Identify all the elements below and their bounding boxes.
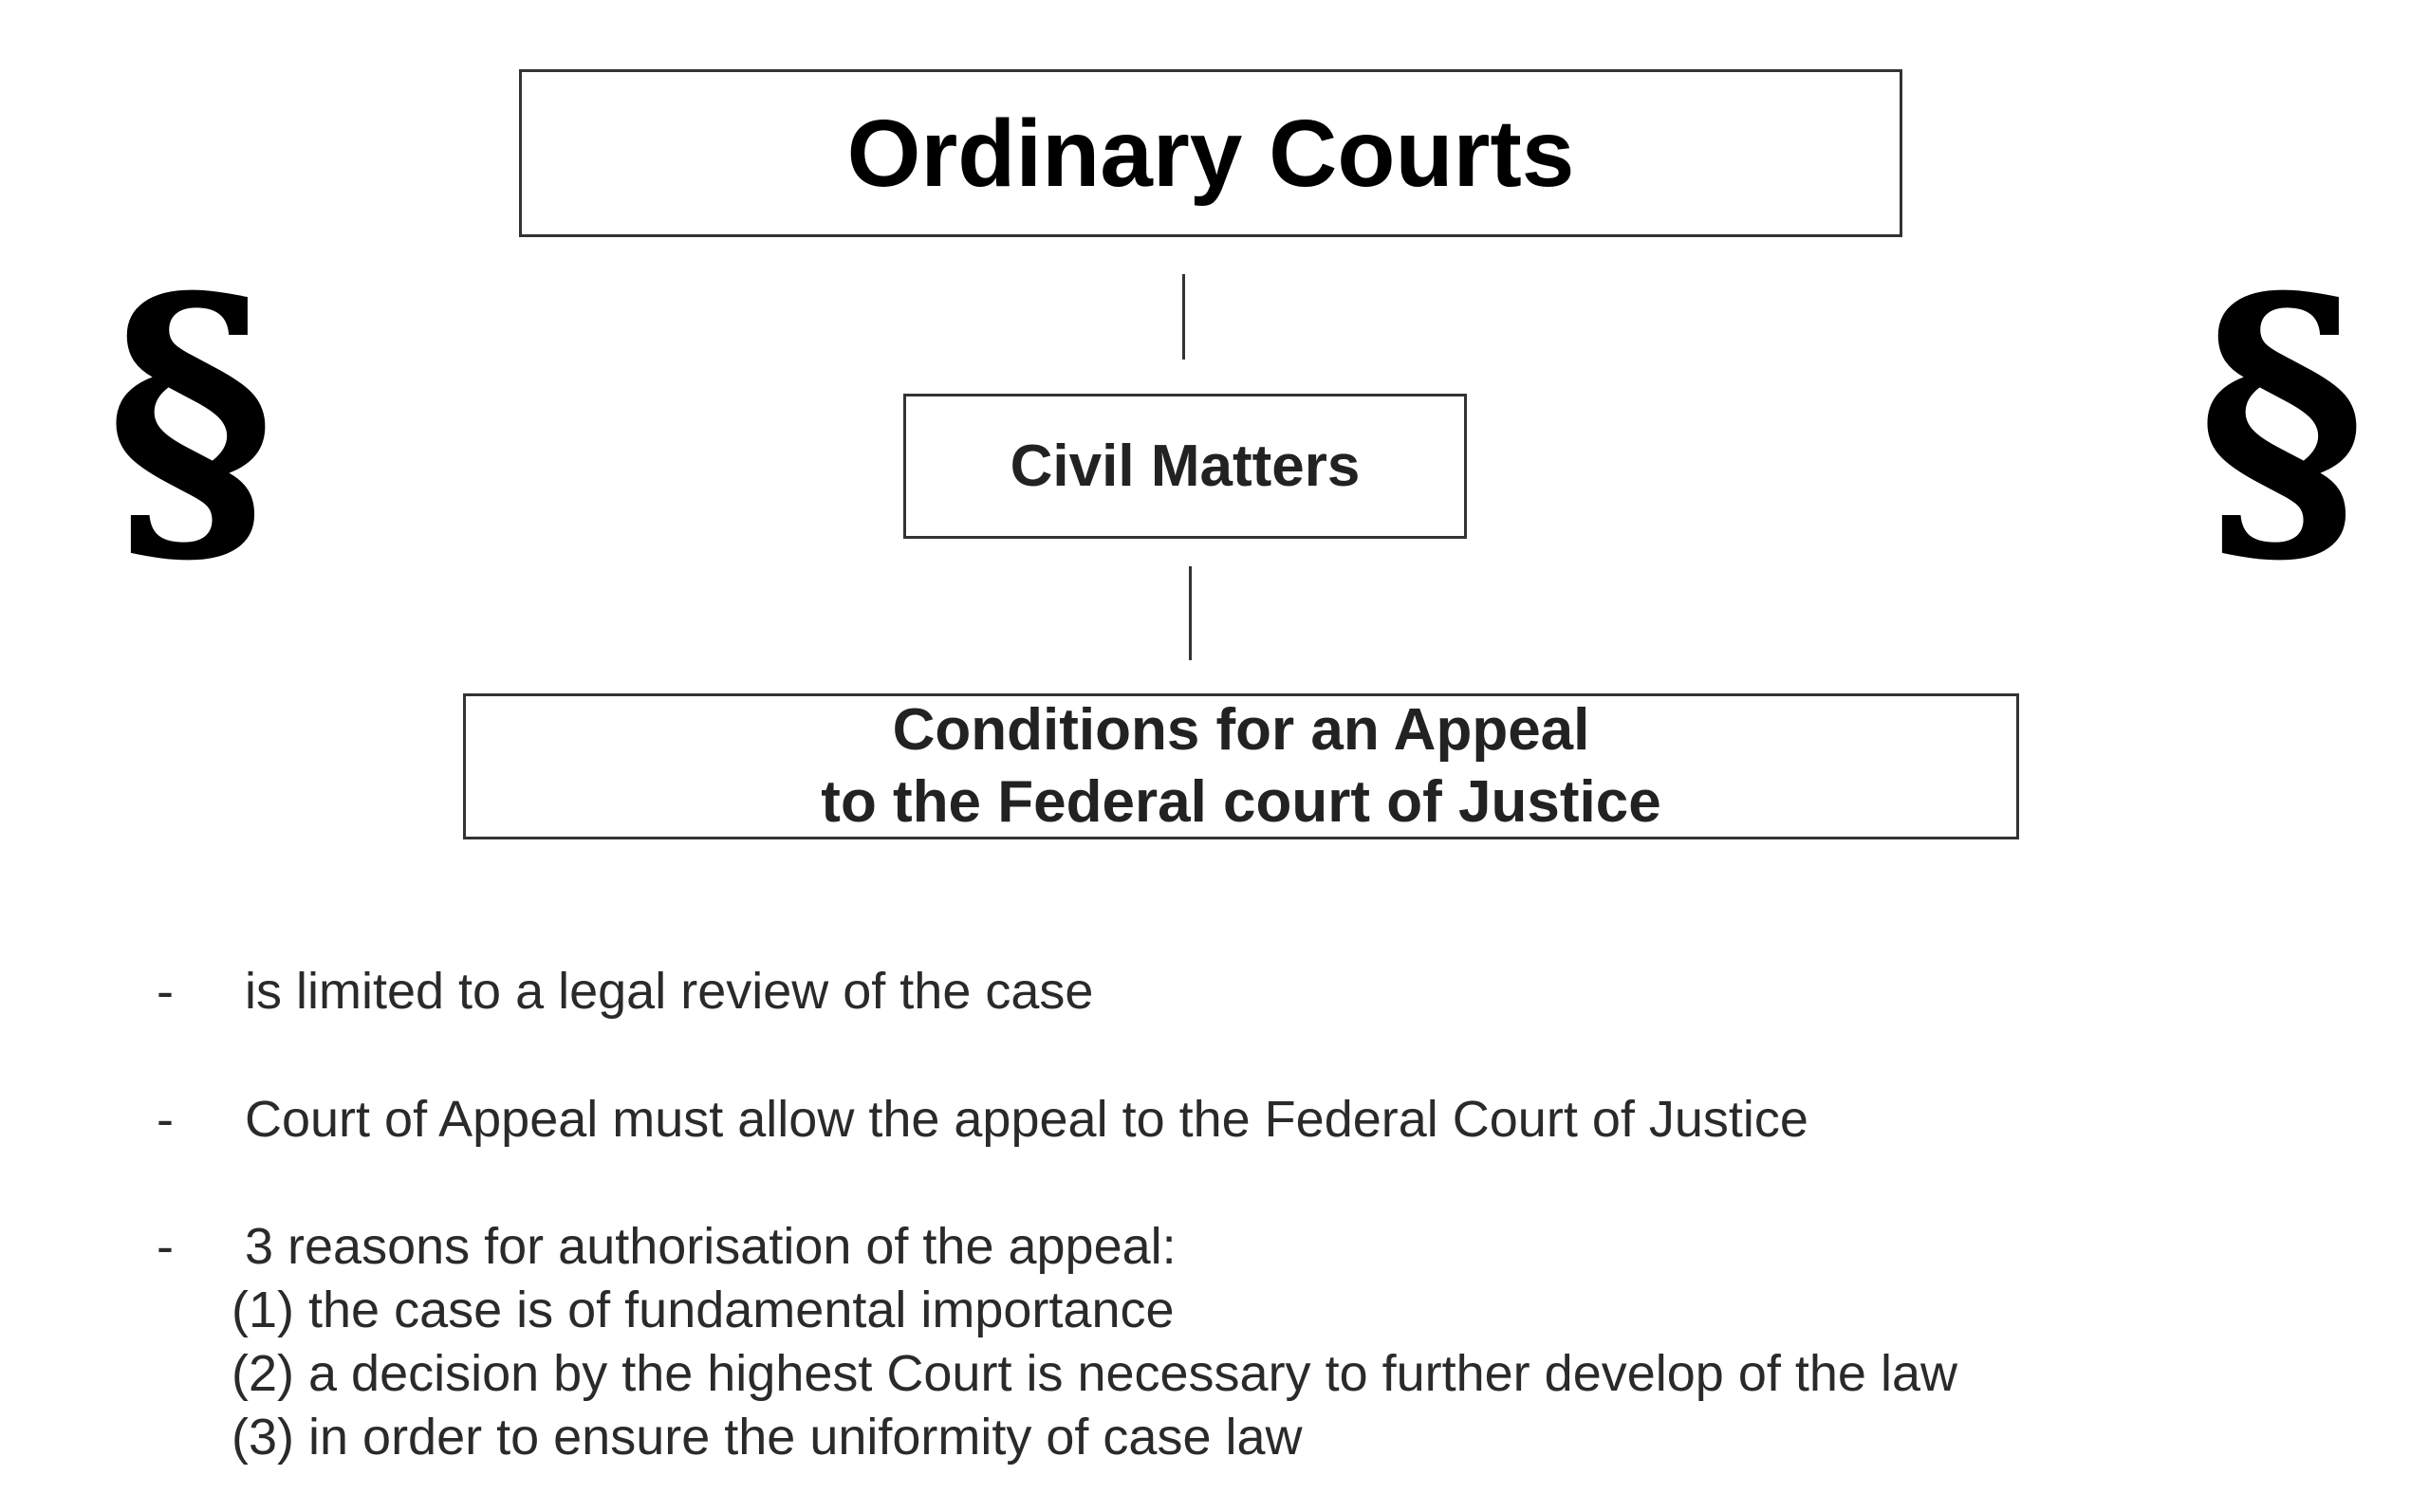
appeal-conditions-line-2: to the Federal court of Justice <box>821 769 1661 835</box>
reason-item-3: (3) in order to ensure the uniformity of… <box>232 1409 1303 1466</box>
reason-item-1: (1) the case is of fundamental importanc… <box>232 1282 1175 1338</box>
bullet-dash: - <box>157 1218 174 1275</box>
reason-item-2: (2) a decision by the highest Court is n… <box>232 1345 1957 1402</box>
civil-matters-label: Civil Matters <box>1010 433 1361 499</box>
bullet-text: is limited to a legal review of the case <box>245 963 1094 1020</box>
civil-matters-box: Civil Matters <box>903 394 1467 539</box>
ordinary-courts-title: Ordinary Courts <box>846 100 1575 207</box>
section-sign-icon-left: § <box>106 228 275 606</box>
bullet-dash: - <box>157 963 174 1020</box>
section-sign-icon-right: § <box>2197 228 2366 606</box>
connector-line-top <box>1182 274 1185 360</box>
bullet-text: Court of Appeal must allow the appeal to… <box>245 1091 1808 1148</box>
appeal-conditions-box: Conditions for an Appeal to the Federal … <box>463 693 2019 839</box>
bullet-dash: - <box>157 1091 174 1148</box>
bullet-text: 3 reasons for authorisation of the appea… <box>245 1218 1177 1275</box>
ordinary-courts-box: Ordinary Courts <box>519 69 1902 237</box>
connector-line-bottom <box>1189 566 1192 660</box>
appeal-conditions-line-1: Conditions for an Appeal <box>892 697 1590 764</box>
